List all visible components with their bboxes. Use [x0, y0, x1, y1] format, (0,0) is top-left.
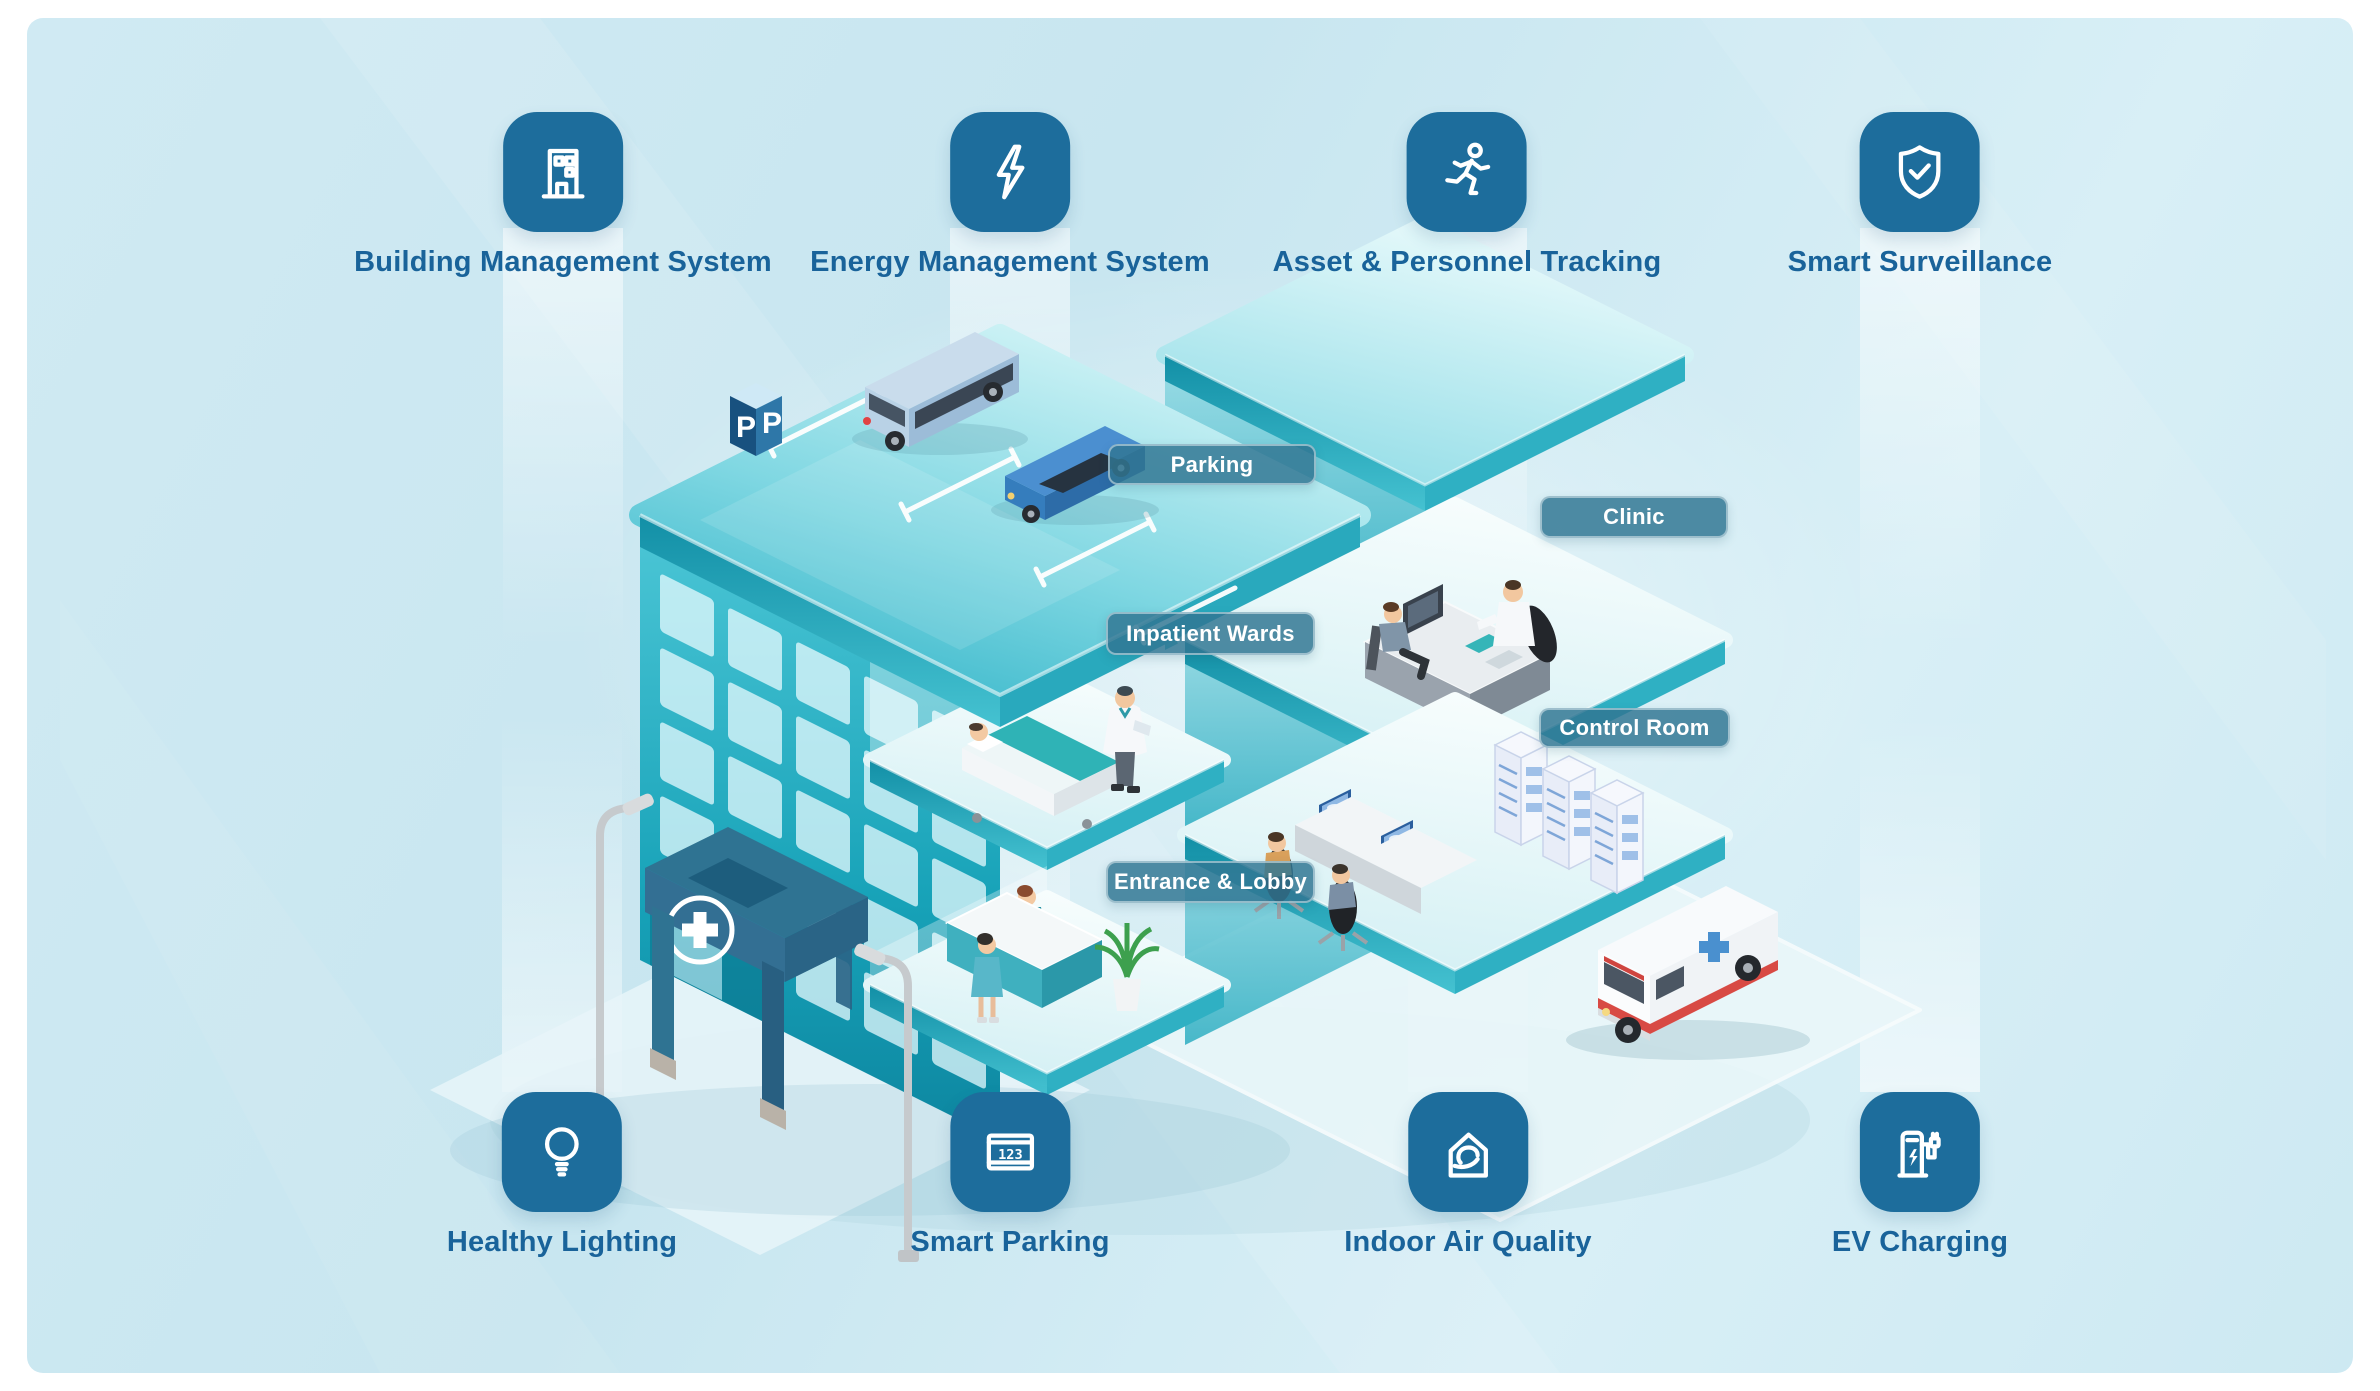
feature-label: EV Charging [1831, 1226, 2009, 1258]
ev-charger-icon [1860, 1092, 1980, 1212]
entrance-canopy [645, 827, 868, 1130]
parking-counter-digits: 123 [998, 1147, 1023, 1163]
building-icon [503, 112, 623, 232]
lightbulb-icon [501, 1092, 622, 1212]
parking-sign-letter-right: P [762, 407, 782, 440]
feature-smart-parking: 123 Smart Parking [910, 1092, 1109, 1259]
room-label-inpatient-wards: Inpatient Wards [1106, 612, 1315, 655]
feature-label: Healthy Lighting [446, 1226, 678, 1258]
visitor [971, 933, 1003, 1023]
ambulance [1566, 886, 1810, 1060]
street-lamp-right [854, 943, 919, 1262]
shield-check-icon [1859, 112, 1980, 232]
ambulance-windshield [1604, 962, 1644, 1004]
room-label-clinic: Clinic [1540, 496, 1728, 538]
inpatient-scene [962, 686, 1151, 829]
feature-asset-personnel-tracking: Asset & Personnel Tracking [1273, 112, 1662, 279]
middle-floors [863, 560, 1231, 1095]
feature-label: Building Management System [354, 246, 772, 278]
sports-car [991, 426, 1159, 525]
feature-label: Smart Surveillance [1787, 246, 2053, 278]
clinic-patient-chair [1365, 625, 1383, 671]
feature-label: Energy Management System [810, 246, 1210, 278]
clinic-doctor [1493, 602, 1535, 646]
server-racks [1493, 731, 1645, 895]
room-label-control-room: Control Room [1539, 708, 1730, 748]
ward-doctor [1103, 686, 1151, 793]
minivan [852, 332, 1028, 455]
running-person-icon [1406, 112, 1527, 232]
room-label-parking: Parking [1108, 444, 1316, 485]
lobby-scene [944, 885, 1160, 1023]
room-label-entrance-lobby: Entrance & Lobby [1106, 861, 1315, 903]
feature-building-management-system: Building Management System [354, 112, 772, 279]
clinic-patient [1379, 622, 1411, 652]
parking-counter-icon: 123 [949, 1092, 1070, 1212]
feature-smart-surveillance: Smart Surveillance [1788, 112, 2053, 279]
parking-sign: P P [730, 383, 782, 456]
lightning-icon [950, 112, 1070, 232]
lobby-plant [1094, 923, 1160, 1011]
feature-energy-management-system: Energy Management System [810, 112, 1210, 279]
parking-sign-letter-left: P [736, 411, 756, 444]
control-room-scene [1253, 731, 1645, 951]
feature-indoor-air-quality: Indoor Air Quality [1344, 1092, 1592, 1259]
feature-healthy-lighting: Healthy Lighting [447, 1092, 677, 1259]
air-quality-house-icon [1408, 1092, 1528, 1212]
feature-ev-charging: EV Charging [1832, 1092, 2008, 1259]
feature-label: Indoor Air Quality [1344, 1226, 1592, 1258]
feature-label: Smart Parking [910, 1226, 1110, 1258]
feature-label: Asset & Personnel Tracking [1272, 246, 1662, 278]
